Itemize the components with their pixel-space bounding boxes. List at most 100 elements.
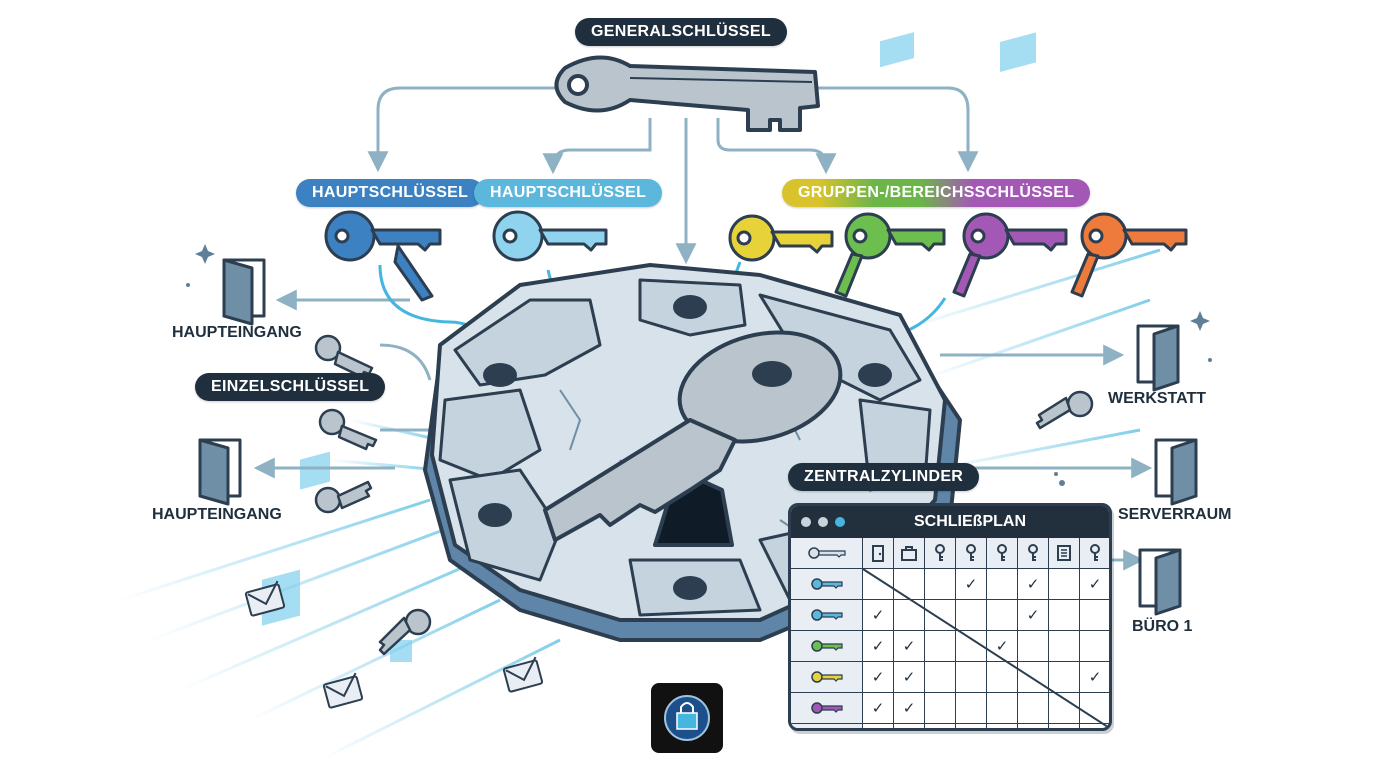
door-label-buero-1: BÜRO 1	[1132, 618, 1193, 635]
column-header	[863, 538, 894, 569]
envelope-icon	[244, 580, 544, 709]
main-key-sky-icon	[492, 210, 608, 262]
permission-cell: ✓	[863, 724, 894, 728]
group-keys-label: GRUPPEN-/BEREICHSSCHLÜSSEL	[782, 179, 1091, 207]
group-key-purple-icon	[952, 212, 1068, 298]
permission-cell	[956, 631, 987, 662]
key-icon	[810, 671, 843, 683]
permission-cell	[1018, 631, 1049, 662]
table-row: ✓✓✓	[791, 662, 1109, 693]
permission-cell	[1018, 724, 1049, 728]
permission-cell	[1049, 662, 1080, 693]
door-label-werkstatt: WERKSTATT	[1108, 390, 1207, 407]
central-cylinder-label: ZENTRALZYLINDER	[788, 463, 980, 491]
window-controls	[801, 517, 845, 527]
permission-cell	[925, 662, 956, 693]
permission-cell	[987, 662, 1018, 693]
column-header	[894, 538, 925, 569]
group-key-green-icon	[834, 212, 946, 298]
master-distribution-lines	[367, 86, 979, 265]
permission-cell	[956, 724, 987, 728]
key-icon	[997, 544, 1007, 561]
locking-plan-title: SCHLIEßPLAN	[914, 513, 1026, 530]
table-row: ✓✓	[791, 600, 1109, 631]
master-key-label: GENERALSCHLÜSSEL	[575, 18, 787, 46]
row-key-cell	[791, 631, 863, 662]
window-dot	[835, 517, 845, 527]
key-icon	[1028, 544, 1038, 561]
permission-cell	[925, 631, 956, 662]
permission-cell	[987, 724, 1018, 728]
column-header	[956, 538, 987, 569]
permission-cell	[1049, 724, 1080, 728]
permission-cell	[1018, 693, 1049, 724]
main-key-label-1: HAUPTSCHLÜSSEL	[296, 179, 485, 207]
permission-cell	[987, 569, 1018, 600]
single-key-label: EINZELSCHLÜSSEL	[195, 373, 386, 401]
locking-plan-titlebar: SCHLIEßPLAN	[791, 506, 1109, 538]
permission-cell	[925, 600, 956, 631]
diagonal-line	[863, 569, 1109, 728]
permission-cell: ✓	[863, 662, 894, 693]
permission-cell	[1080, 693, 1109, 724]
central-key-icon	[543, 330, 843, 542]
key-icon	[810, 578, 843, 590]
key-icon	[966, 544, 976, 561]
main-key-blue-icon	[324, 210, 442, 302]
permission-cell	[1018, 662, 1049, 693]
row-key-cell	[791, 693, 863, 724]
permission-cell	[1049, 631, 1080, 662]
permission-cell: ✓	[987, 631, 1018, 662]
permission-cell	[987, 600, 1018, 631]
permission-cell: ✓	[1018, 569, 1049, 600]
header-key-cell	[791, 538, 863, 569]
permission-cell: ✓	[863, 600, 894, 631]
group-key-orange-icon	[1070, 212, 1188, 298]
permission-cell	[863, 569, 894, 600]
permission-cell	[925, 724, 956, 728]
column-header	[1018, 538, 1049, 569]
key-icon	[810, 702, 843, 714]
window-dot	[801, 517, 811, 527]
permission-cell	[1049, 569, 1080, 600]
door-label-serverraum: SERVERRAUM	[1118, 506, 1232, 523]
permission-cell	[925, 569, 956, 600]
permission-cell: ✓	[894, 693, 925, 724]
logo-icon	[664, 695, 710, 741]
row-key-cell	[791, 724, 863, 728]
row-key-cell	[791, 569, 863, 600]
table-row: ✓ ✓ ✓	[791, 569, 1109, 600]
row-key-cell	[791, 662, 863, 693]
permission-cell: ✓	[956, 569, 987, 600]
row-key-cell	[791, 600, 863, 631]
permission-cell	[1049, 600, 1080, 631]
locking-plan-header-row	[791, 538, 1109, 569]
document-icon	[1057, 545, 1071, 561]
main-key-label-2: HAUPTSCHLÜSSEL	[474, 179, 663, 207]
door-icon	[872, 545, 884, 562]
permission-cell: ✓	[894, 631, 925, 662]
permission-cell	[1080, 631, 1109, 662]
column-header	[987, 538, 1018, 569]
table-row: ✓✓	[791, 693, 1109, 724]
permission-cell	[987, 693, 1018, 724]
permission-cell: ✓	[1018, 600, 1049, 631]
locking-plan-window: SCHLIEßPLAN ✓✓✓✓✓✓✓✓✓✓✓✓✓✓	[788, 503, 1112, 731]
briefcase-icon	[901, 546, 917, 561]
key-icon	[810, 640, 843, 652]
permission-cell: ✓	[863, 631, 894, 662]
permission-cell: ✓	[1080, 569, 1109, 600]
table-row: ✓✓✓	[791, 631, 1109, 662]
master-key-icon	[554, 55, 820, 132]
column-header	[925, 538, 956, 569]
door-label-haupteingang-2: HAUPTEINGANG	[152, 506, 282, 523]
group-key-yellow-icon	[728, 214, 834, 262]
locking-plan-grid: ✓✓✓✓✓✓✓✓✓✓✓✓✓✓	[791, 538, 1109, 728]
sparkle-icon	[186, 244, 1212, 486]
door-arrows	[253, 289, 1153, 571]
column-header	[1049, 538, 1080, 569]
key-icon	[1090, 544, 1100, 561]
data-stream-lines	[119, 248, 1161, 762]
permission-cell: ✓	[894, 662, 925, 693]
